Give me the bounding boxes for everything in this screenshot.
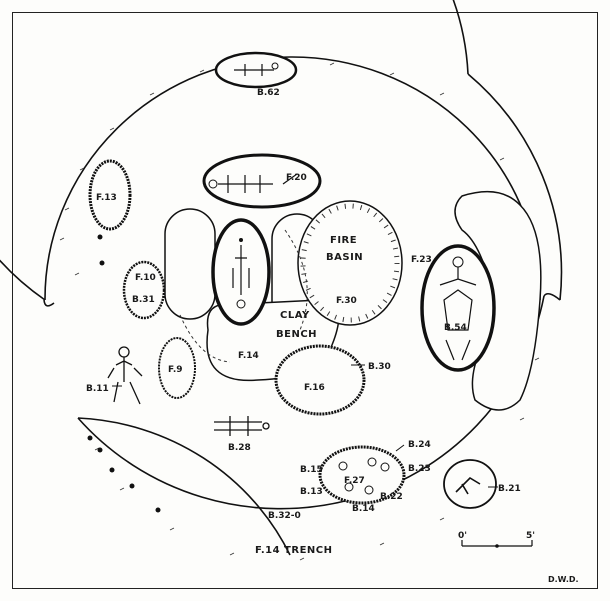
label-f14: F.14 xyxy=(238,351,259,361)
fire-basin xyxy=(297,200,403,326)
label-trench: F.14 TRENCH xyxy=(255,545,333,556)
label-b32: B.32-0 xyxy=(268,511,301,521)
label-b62: B.62 xyxy=(257,88,280,98)
feature-f13-pit xyxy=(88,159,132,231)
feature-f14-pit xyxy=(211,218,271,326)
feature-f10-pit xyxy=(122,260,166,320)
label-f23: F.23 xyxy=(411,255,432,265)
east-bench xyxy=(454,190,542,411)
label-b54: B.54 xyxy=(444,323,467,333)
label-f20: F.20 xyxy=(286,173,307,183)
label-b13: B.13 xyxy=(300,487,323,497)
label-b15: B.15 xyxy=(300,465,323,475)
label-f10: F.10 xyxy=(135,273,156,283)
label-b14: B.14 xyxy=(352,504,375,514)
label-b22: B.22 xyxy=(380,492,403,502)
label-fire: FIRE xyxy=(330,235,357,246)
label-b31: B.31 xyxy=(132,295,155,305)
label-b23: B.23 xyxy=(408,464,431,474)
feature-f16-pit xyxy=(274,344,366,416)
feature-f23-pit xyxy=(420,244,496,372)
feature-f9-pit xyxy=(158,337,196,399)
label-b11: B.11 xyxy=(86,384,109,394)
label-basin: BASIN xyxy=(326,252,363,263)
drawing-border xyxy=(12,12,598,589)
scale-bar xyxy=(461,540,533,548)
label-f9: F.9 xyxy=(168,365,183,375)
label-f30: F.30 xyxy=(336,296,357,306)
label-f27: F.27 xyxy=(344,476,365,486)
label-b30: B.30 xyxy=(368,362,391,372)
label-b24: B.24 xyxy=(408,440,431,450)
feature-f20-pit xyxy=(202,153,322,209)
burial-b21-pit xyxy=(443,459,497,509)
label-f13: F.13 xyxy=(96,193,117,203)
burial-b28-figure xyxy=(214,416,270,436)
label-f16: F.16 xyxy=(304,383,325,393)
scale-end-label: 5' xyxy=(526,531,535,541)
label-clay: CLAY xyxy=(280,310,310,321)
burial-b62-pit xyxy=(214,51,298,89)
leader-lines xyxy=(112,364,498,488)
feature-f27-pit xyxy=(318,445,406,505)
label-bench: BENCH xyxy=(276,329,317,340)
signature: D.W.D. xyxy=(548,575,579,584)
burial-b11-figure xyxy=(107,346,143,405)
bench-dashed-outline xyxy=(179,229,308,363)
scale-start-label: 0' xyxy=(458,531,467,541)
label-b28: B.28 xyxy=(228,443,251,453)
label-b21: B.21 xyxy=(498,484,521,494)
post-holes xyxy=(87,234,161,513)
